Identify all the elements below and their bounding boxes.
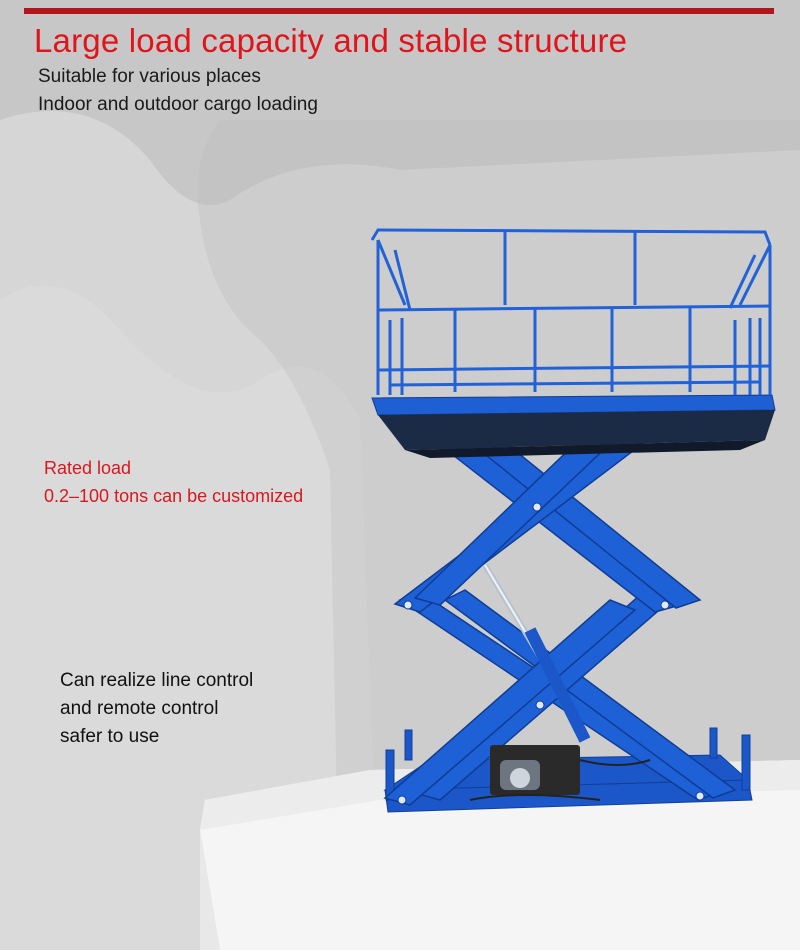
lift-motor-pump (469, 745, 651, 801)
lift-guardrail (370, 228, 772, 395)
subtitle-line-1: Suitable for various places (38, 66, 261, 87)
lift-hydraulic-cylinder (482, 563, 591, 743)
floor-platform (200, 760, 800, 950)
control-line-3: safer to use (60, 726, 160, 747)
lift-pivot-bolts (397, 502, 705, 805)
control-line-1: Can realize line control (60, 670, 254, 691)
rated-load-value: 0.2–100 tons can be customized (44, 486, 304, 506)
rated-load-label: Rated load (44, 458, 132, 478)
headline: Large load capacity and stable structure (34, 22, 628, 59)
top-rule (24, 8, 774, 14)
control-line-2: and remote control (60, 698, 219, 719)
subtitle-line-2: Indoor and outdoor cargo loading (38, 94, 318, 115)
lift-platform-deck (371, 394, 776, 458)
lift-scissor-arms (383, 399, 737, 806)
